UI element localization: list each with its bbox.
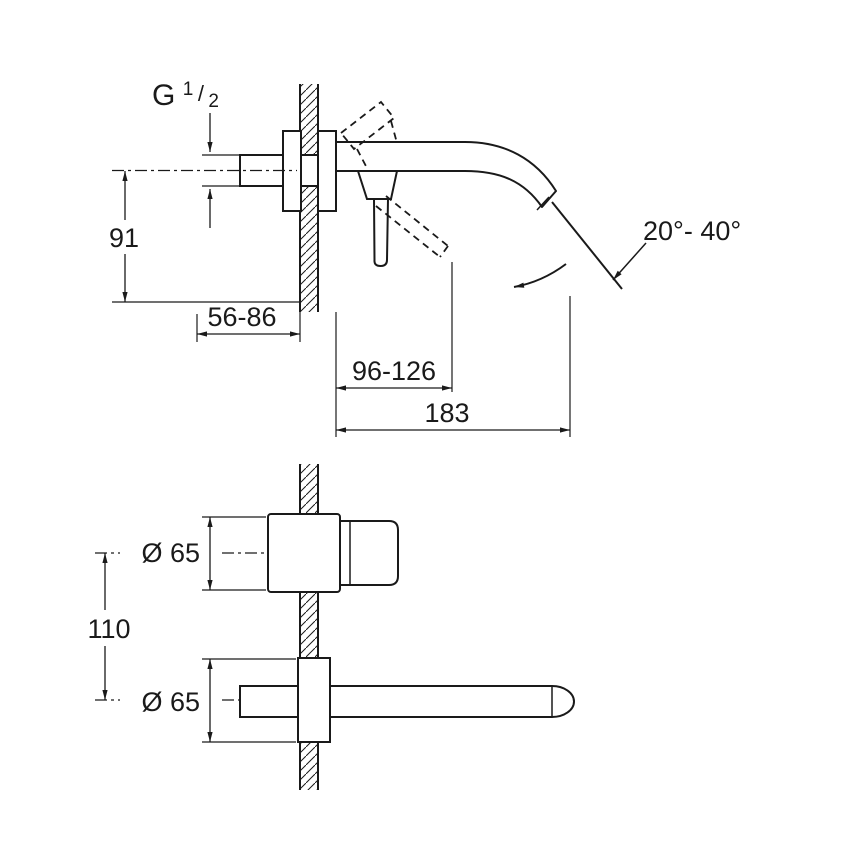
dia-label-top: Ø 65 xyxy=(141,538,200,568)
dim-label-91: 91 xyxy=(109,223,139,253)
mixer-handle-cylinder xyxy=(339,520,399,586)
angle-leader-line xyxy=(612,242,647,281)
spout-profile xyxy=(335,141,557,208)
lever-tilted-position-dashed xyxy=(375,195,449,258)
angle-arc-arrow xyxy=(513,263,567,288)
dim-label-183: 183 xyxy=(424,398,469,428)
wall-hatch-top-view xyxy=(300,84,318,312)
dim-label-96-126: 96-126 xyxy=(352,356,436,386)
angle-range-label: 20°- 40° xyxy=(643,216,741,246)
lever-up-connector-dashed xyxy=(356,120,398,171)
thread-numerator: 1 xyxy=(183,79,194,100)
thread-prefix: G xyxy=(152,79,175,112)
dim110-text-bg xyxy=(81,610,137,646)
escutcheon-plate xyxy=(317,130,337,212)
spout-inlet-stub xyxy=(239,685,303,718)
spout-outlet-line xyxy=(536,196,550,211)
spout-escutcheon xyxy=(297,657,331,743)
dia-label-bottom: Ø 65 xyxy=(141,687,200,717)
dim-label-56-86: 56-86 xyxy=(207,302,276,332)
front-view xyxy=(81,464,575,790)
spout-tube-front xyxy=(329,685,575,718)
thread-size-label: G 1 / 2 xyxy=(152,79,219,112)
stream-angle-line xyxy=(551,201,623,290)
thread-denominator: 2 xyxy=(208,91,219,112)
mixer-body-plate xyxy=(267,513,341,593)
side-view xyxy=(99,84,647,437)
dim91-text-bg xyxy=(99,220,149,254)
lever-base xyxy=(356,170,399,200)
dim-label-110: 110 xyxy=(87,614,130,644)
thread-slash: / xyxy=(198,81,205,106)
lever-stem xyxy=(373,198,389,267)
